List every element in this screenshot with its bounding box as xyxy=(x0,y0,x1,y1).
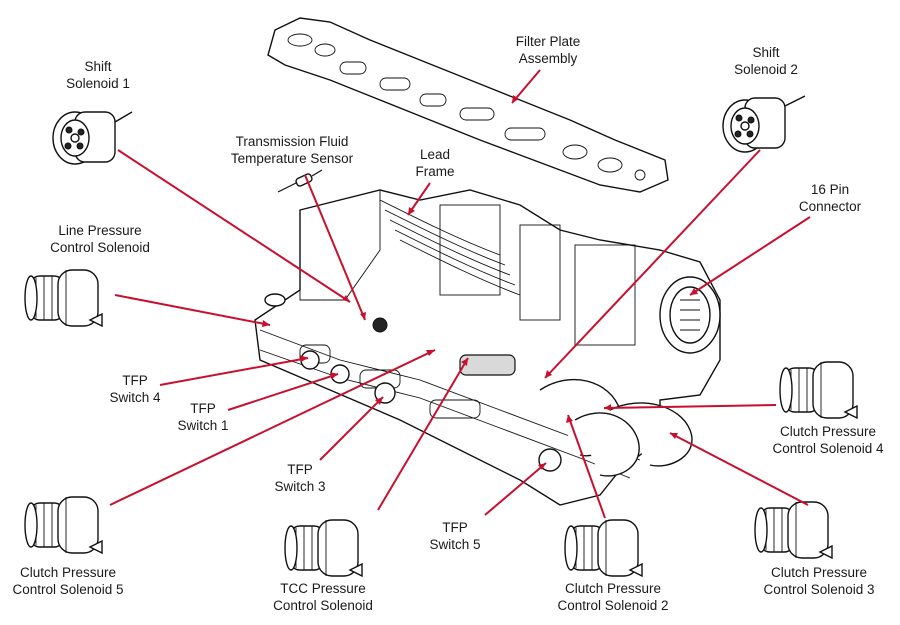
label-clutch-pressure-solenoid-4: Clutch Pressure Control Solenoid 4 xyxy=(756,423,900,457)
label-clutch-pressure-solenoid-3: Clutch Pressure Control Solenoid 3 xyxy=(748,564,890,598)
label-line-1: Lead xyxy=(419,147,451,162)
label-line-2: Switch 3 xyxy=(274,479,326,494)
label-line-2: Assembly xyxy=(518,51,578,66)
label-line-1: Line Pressure xyxy=(58,223,142,238)
label-line-2: Solenoid 2 xyxy=(734,62,798,77)
filter-plate-assembly xyxy=(267,17,669,193)
label-line-2: Control Solenoid 3 xyxy=(763,582,875,597)
label-tfp-switch-1: TFP Switch 1 xyxy=(168,400,238,434)
label-line-1: Transmission Fluid xyxy=(235,134,349,149)
label-line-2: Switch 1 xyxy=(177,418,229,433)
label-line-2: Connector xyxy=(798,199,862,214)
label-line-2: Solenoid 1 xyxy=(66,76,130,91)
label-line-1: 16 Pin xyxy=(810,182,850,197)
label-line-2: Control Solenoid xyxy=(50,240,150,255)
label-tfp-switch-5: TFP Switch 5 xyxy=(420,519,490,553)
valve-body xyxy=(254,189,721,506)
label-filter-plate-assembly: Filter Plate Assembly xyxy=(493,33,603,67)
label-clutch-pressure-solenoid-5: Clutch Pressure Control Solenoid 5 xyxy=(0,564,136,598)
clutch-pressure-solenoid-3 xyxy=(754,501,833,559)
label-line-1: Clutch Pressure xyxy=(564,581,662,596)
label-line-2: Switch 5 xyxy=(429,537,481,552)
label-shift-solenoid-1: Shift Solenoid 1 xyxy=(48,58,148,92)
label-line-2: Control Solenoid xyxy=(273,598,373,613)
shift-solenoid-2 xyxy=(722,95,806,153)
label-line-2: Control Solenoid 4 xyxy=(772,441,884,456)
label-line-1: Shift xyxy=(752,45,780,60)
label-line-1: Clutch Pressure xyxy=(770,565,868,580)
label-line-2: Control Solenoid 2 xyxy=(557,598,669,613)
label-tcc-pressure-control-solenoid: TCC Pressure Control Solenoid xyxy=(253,580,393,614)
label-line-pressure-control-solenoid: Line Pressure Control Solenoid xyxy=(30,222,170,256)
label-tfp-switch-4: TFP Switch 4 xyxy=(100,372,170,406)
label-line-1: Shift xyxy=(84,59,112,74)
leader-lines xyxy=(109,69,811,519)
label-line-1: TCC Pressure xyxy=(280,581,366,596)
label-line-1: TFP xyxy=(122,373,148,388)
label-tfp-switch-3: TFP Switch 3 xyxy=(265,461,335,495)
label-line-1: TFP xyxy=(442,520,468,535)
tcc-pressure-solenoid xyxy=(284,519,363,577)
label-transmission-fluid-temperature-sensor: Transmission Fluid Temperature Sensor xyxy=(212,133,372,167)
label-line-1: Clutch Pressure xyxy=(779,424,877,439)
label-shift-solenoid-2: Shift Solenoid 2 xyxy=(716,44,816,78)
label-line-2: Frame xyxy=(415,164,455,179)
clutch-pressure-solenoid-5 xyxy=(24,496,103,554)
label-lead-frame: Lead Frame xyxy=(405,146,465,180)
label-clutch-pressure-solenoid-2: Clutch Pressure Control Solenoid 2 xyxy=(540,580,686,614)
clutch-pressure-solenoid-2 xyxy=(564,519,643,577)
label-line-1: Filter Plate xyxy=(515,34,581,49)
shift-solenoid-1 xyxy=(52,111,133,165)
label-line-1: TFP xyxy=(190,401,216,416)
connector-16-pin xyxy=(659,276,721,354)
line-pressure-solenoid xyxy=(24,269,103,327)
label-line-1: Clutch Pressure xyxy=(19,565,117,580)
label-line-2: Control Solenoid 5 xyxy=(12,582,124,597)
fluid-temperature-sensor xyxy=(277,169,323,193)
label-line-1: TFP xyxy=(287,462,313,477)
label-16-pin-connector: 16 Pin Connector xyxy=(780,181,880,215)
label-line-2: Switch 4 xyxy=(109,390,161,405)
label-line-2: Temperature Sensor xyxy=(230,151,354,166)
clutch-pressure-solenoid-4 xyxy=(779,361,858,419)
